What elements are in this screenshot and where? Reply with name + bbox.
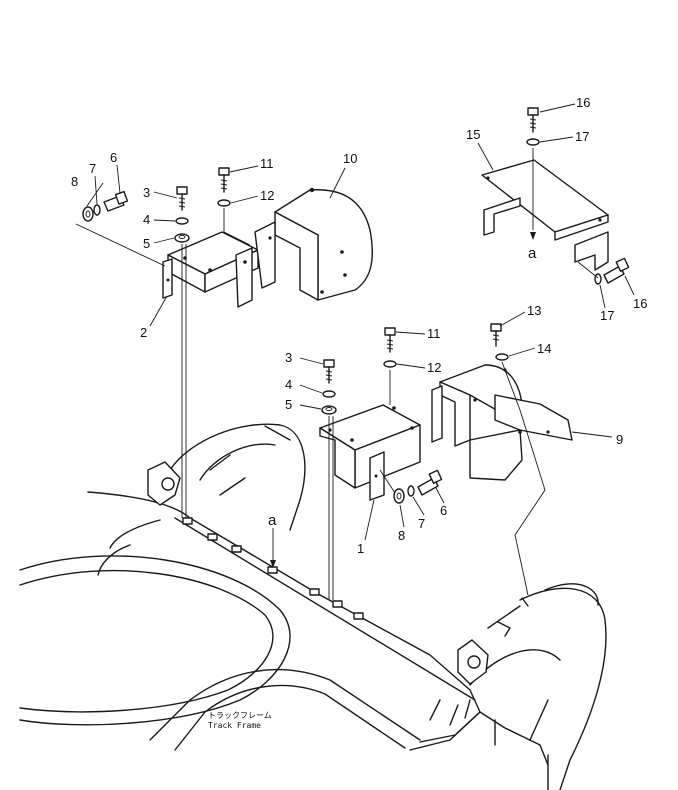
callout-11-upper: 11 xyxy=(260,156,274,171)
callout-14: 14 xyxy=(537,341,551,356)
frame-label-jp: トラックフレーム xyxy=(208,711,272,720)
callout-3-lower: 3 xyxy=(285,350,292,365)
bolt-part-11-upper xyxy=(218,167,230,193)
nut-part-5-lower xyxy=(321,405,337,415)
callout-12-lower: 12 xyxy=(427,360,441,375)
callout-5-lower: 5 xyxy=(285,397,292,412)
bolt-part-3-upper xyxy=(176,186,188,211)
bolt-part-6-upper xyxy=(103,190,129,212)
callout-3-upper: 3 xyxy=(143,185,150,200)
callout-10: 10 xyxy=(343,151,357,166)
callout-2: 2 xyxy=(140,325,147,340)
washer-part-12-upper xyxy=(217,199,231,207)
washer-part-17-upper xyxy=(526,138,540,146)
bracket-part-2 xyxy=(162,231,259,308)
nut-part-8-lower xyxy=(393,488,405,504)
bracket-part-15 xyxy=(481,159,609,271)
callout-17-lower: 17 xyxy=(600,308,614,323)
callout-1: 1 xyxy=(357,541,364,556)
callout-17-upper: 17 xyxy=(575,129,589,144)
washer-part-17-lower xyxy=(594,273,602,285)
reference-a-frame: a xyxy=(268,512,277,529)
callout-15: 15 xyxy=(466,127,480,142)
callout-12-upper: 12 xyxy=(260,188,274,203)
callout-7-upper: 7 xyxy=(89,161,96,176)
frame-label-en: Track Frame xyxy=(208,721,261,730)
nut-part-8-upper xyxy=(82,206,94,222)
washer-part-7-lower xyxy=(407,485,415,497)
callout-16-upper: 16 xyxy=(576,95,590,110)
frame-tabs xyxy=(182,517,364,620)
reference-a-part-15: a xyxy=(528,245,537,262)
washer-part-12-lower xyxy=(383,360,397,368)
cover-part-9 xyxy=(431,364,573,481)
bolt-part-13 xyxy=(490,323,502,347)
cover-part-10 xyxy=(254,187,373,301)
bolt-part-6-lower xyxy=(417,469,443,496)
callout-numbers: 6 7 8 3 4 5 2 11 12 10 3 4 5 11 12 13 14… xyxy=(71,95,647,556)
bolt-part-16-lower xyxy=(603,257,630,284)
callout-6-lower: 6 xyxy=(440,503,447,518)
callout-6-upper: 6 xyxy=(110,150,117,165)
bolt-part-16-upper xyxy=(527,107,539,133)
bolt-part-3-lower xyxy=(323,359,335,384)
callout-5-upper: 5 xyxy=(143,236,150,251)
washer-part-14 xyxy=(495,353,509,361)
callout-4-lower: 4 xyxy=(285,377,292,392)
callout-7-lower: 7 xyxy=(418,516,425,531)
bracket-part-1 xyxy=(319,404,421,501)
callout-16-lower: 16 xyxy=(633,296,647,311)
washer-part-4-upper xyxy=(175,217,189,225)
nut-part-5-upper xyxy=(174,233,190,243)
track-frame xyxy=(19,423,607,790)
callout-8-lower: 8 xyxy=(398,528,405,543)
callout-8-upper: 8 xyxy=(71,174,78,189)
washer-part-7-upper xyxy=(93,204,101,216)
callout-4-upper: 4 xyxy=(143,212,150,227)
assembly-lines xyxy=(75,103,635,600)
callout-13: 13 xyxy=(527,303,541,318)
callout-11-lower: 11 xyxy=(427,326,441,341)
bolt-part-11-lower xyxy=(384,327,396,353)
track-frame-label: トラックフレーム Track Frame xyxy=(208,711,272,730)
washer-part-4-lower xyxy=(322,390,336,398)
callout-9: 9 xyxy=(616,432,623,447)
